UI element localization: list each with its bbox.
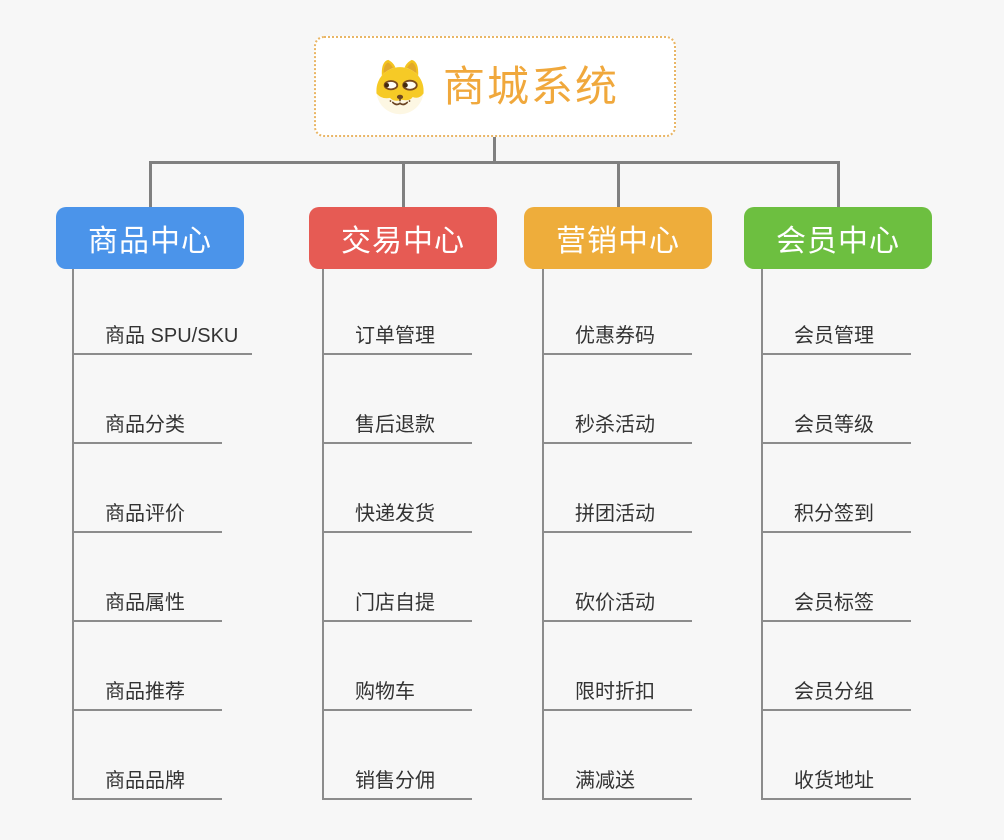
connector-drop-product xyxy=(149,161,152,208)
connector-horizontal-bar xyxy=(149,161,840,164)
leaf-label: 购物车 xyxy=(355,681,415,703)
branch-label: 商品中心 xyxy=(88,225,212,258)
branch-label: 会员中心 xyxy=(776,225,900,258)
branch-node-member-center[interactable]: 会员中心 xyxy=(744,207,932,269)
leaf-label: 会员管理 xyxy=(794,325,874,347)
leaf-node-time-discount[interactable]: 限时折扣 xyxy=(542,674,692,711)
branch-label: 交易中心 xyxy=(341,225,465,258)
branch-node-trade-center[interactable]: 交易中心 xyxy=(309,207,497,269)
leaf-node-member-manage[interactable]: 会员管理 xyxy=(761,318,911,355)
leaf-node-member-tag[interactable]: 会员标签 xyxy=(761,585,911,622)
leaf-label: 门店自提 xyxy=(355,592,435,614)
connector-drop-member xyxy=(837,161,840,208)
leaf-label: 收货地址 xyxy=(794,770,874,792)
leaf-label: 销售分佣 xyxy=(355,770,435,792)
leaf-label: 会员标签 xyxy=(794,592,874,614)
doge-icon xyxy=(376,59,424,114)
leaf-node-product-spu-sku[interactable]: 商品 SPU/SKU xyxy=(72,318,253,355)
connector-drop-marketing xyxy=(617,161,620,208)
leaf-label: 会员分组 xyxy=(794,681,874,703)
root-node[interactable]: 商城系统 xyxy=(314,36,676,137)
leaf-node-shipping-address[interactable]: 收货地址 xyxy=(761,763,911,800)
leaf-label: 快递发货 xyxy=(355,503,435,525)
leaf-node-flash-sale[interactable]: 秒杀活动 xyxy=(542,407,692,444)
leaf-node-product-attr[interactable]: 商品属性 xyxy=(72,585,222,622)
connector-root-drop xyxy=(493,137,496,164)
leaf-node-bargain[interactable]: 砍价活动 xyxy=(542,585,692,622)
leaf-label: 商品 SPU/SKU xyxy=(105,325,239,347)
branch-label: 营销中心 xyxy=(556,225,680,258)
leaf-label: 砍价活动 xyxy=(575,592,655,614)
leaf-label: 积分签到 xyxy=(794,503,874,525)
leaf-node-after-sale[interactable]: 售后退款 xyxy=(322,407,472,444)
connector-trunk-marketing xyxy=(542,269,544,800)
root-title: 商城系统 xyxy=(442,62,619,110)
leaf-label: 限时折扣 xyxy=(575,681,655,703)
connector-trunk-trade xyxy=(322,269,324,800)
leaf-label: 商品分类 xyxy=(105,414,185,436)
leaf-label: 商品属性 xyxy=(105,592,185,614)
leaf-node-express-ship[interactable]: 快递发货 xyxy=(322,496,472,533)
leaf-node-coupon[interactable]: 优惠券码 xyxy=(542,318,692,355)
leaf-label: 满减送 xyxy=(575,770,635,792)
leaf-node-sales-commission[interactable]: 销售分佣 xyxy=(322,763,472,800)
leaf-node-full-reduction[interactable]: 满减送 xyxy=(542,763,692,800)
leaf-label: 商品评价 xyxy=(105,503,185,525)
leaf-label: 商品品牌 xyxy=(105,770,185,792)
leaf-label: 会员等级 xyxy=(794,414,874,436)
leaf-node-product-review[interactable]: 商品评价 xyxy=(72,496,222,533)
leaf-label: 售后退款 xyxy=(355,414,435,436)
leaf-node-member-group[interactable]: 会员分组 xyxy=(761,674,911,711)
leaf-label: 订单管理 xyxy=(355,325,435,347)
leaf-node-points-checkin[interactable]: 积分签到 xyxy=(761,496,911,533)
leaf-label: 拼团活动 xyxy=(575,503,655,525)
branch-node-marketing-center[interactable]: 营销中心 xyxy=(524,207,712,269)
leaf-node-product-category[interactable]: 商品分类 xyxy=(72,407,222,444)
leaf-node-store-pickup[interactable]: 门店自提 xyxy=(322,585,472,622)
leaf-label: 商品推荐 xyxy=(105,681,185,703)
leaf-node-product-brand[interactable]: 商品品牌 xyxy=(72,763,222,800)
leaf-node-cart[interactable]: 购物车 xyxy=(322,674,472,711)
leaf-node-group-buy[interactable]: 拼团活动 xyxy=(542,496,692,533)
leaf-label: 秒杀活动 xyxy=(575,414,655,436)
leaf-node-product-recommend[interactable]: 商品推荐 xyxy=(72,674,222,711)
connector-trunk-member xyxy=(761,269,763,800)
branch-node-product-center[interactable]: 商品中心 xyxy=(56,207,244,269)
leaf-label: 优惠券码 xyxy=(575,325,655,347)
connector-drop-trade xyxy=(402,161,405,208)
leaf-node-member-level[interactable]: 会员等级 xyxy=(761,407,911,444)
connector-trunk-product xyxy=(72,269,74,800)
leaf-node-order-manage[interactable]: 订单管理 xyxy=(322,318,472,355)
